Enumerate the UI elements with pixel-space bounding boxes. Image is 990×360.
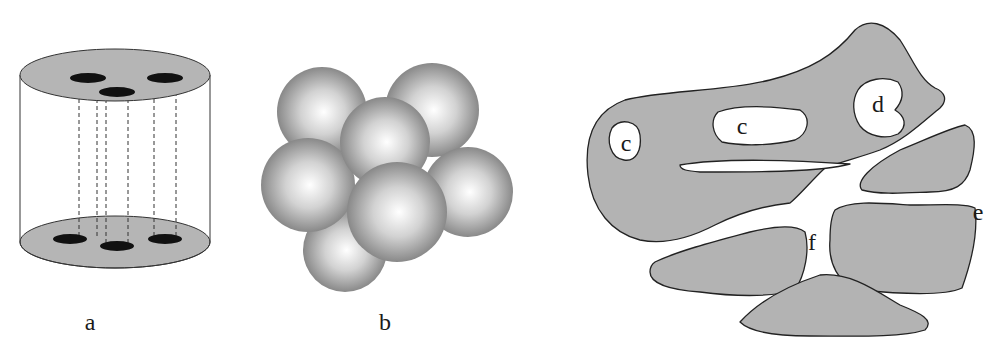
pore-label: e: [973, 200, 984, 224]
pore-label: d: [872, 92, 884, 116]
pore-section: [587, 23, 976, 336]
sphere-cluster: [261, 63, 513, 292]
cylinder-figure: [20, 49, 210, 268]
pore-label: c: [621, 131, 632, 155]
pore-label: f: [808, 230, 816, 254]
figure-letter: a: [85, 310, 96, 334]
pore-label: c: [737, 114, 748, 138]
figure-letter: b: [379, 310, 391, 334]
